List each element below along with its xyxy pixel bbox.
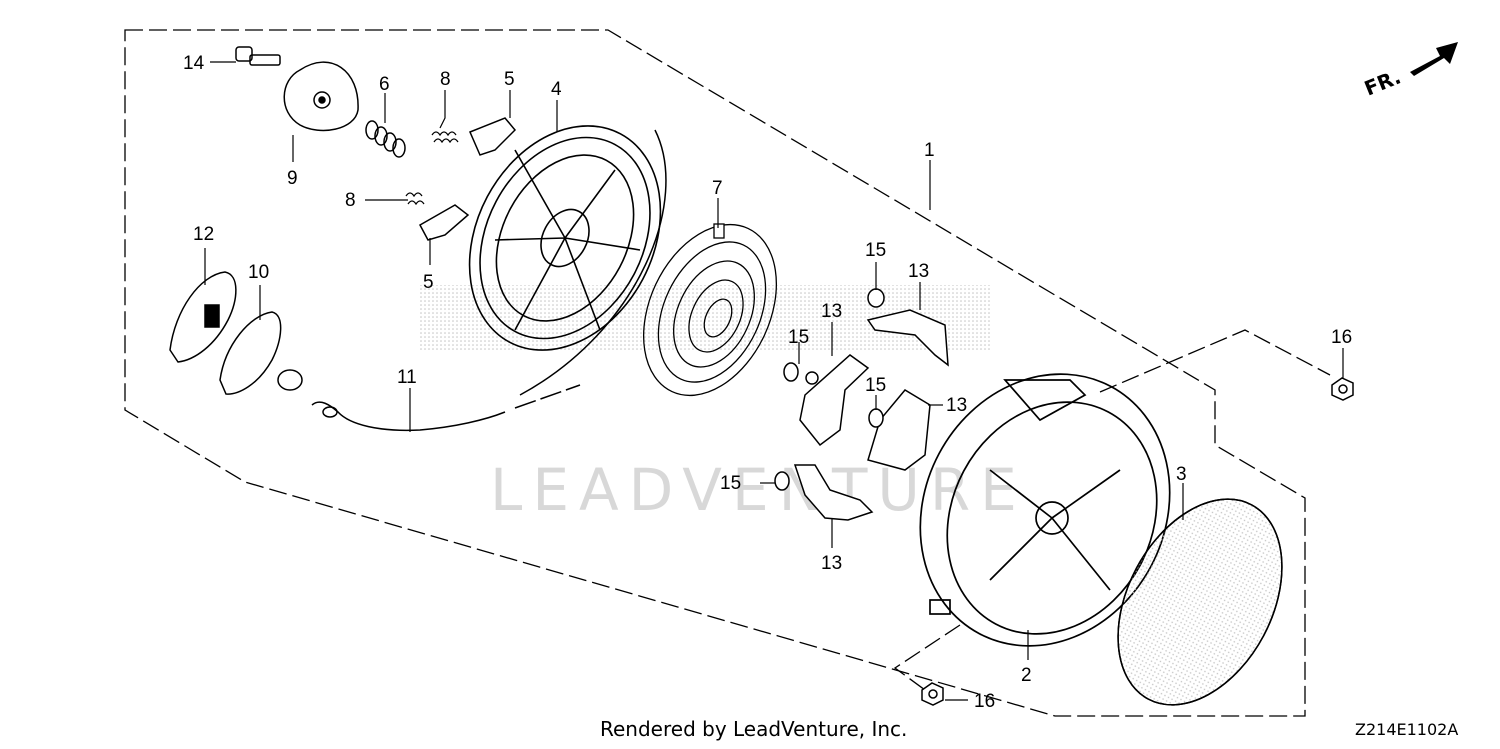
arrow-icon [1410,42,1458,76]
callout-11: 11 [397,367,417,388]
callout-15-a: 15 [865,240,886,261]
callout-8-lower: 8 [345,190,356,211]
small-spring-upper [431,131,459,144]
callout-13-a: 13 [908,261,929,282]
callout-13-c: 13 [946,395,967,416]
callout-5-upper: 5 [504,69,515,90]
callout-7: 7 [712,178,723,199]
recoil-spring-part [642,223,778,397]
ratchet-upper [469,117,517,156]
callout-4: 4 [551,79,562,100]
starter-case-part [919,373,1171,647]
callout-2: 2 [1021,665,1032,686]
front-direction-arrow: FR. [1361,42,1458,101]
diagram-code: Z214E1102A [1355,720,1459,739]
ratchet-guide-d [793,464,874,521]
ratchet-lower [418,204,470,241]
bolt-part [235,46,281,66]
callout-1: 1 [924,140,935,161]
flange-nut-lower [921,682,944,706]
callout-15-c: 15 [865,375,886,396]
assembly-outline [124,29,1331,717]
callout-13-b: 13 [821,301,842,322]
callout-5-lower: 5 [423,272,434,293]
starter-handle-part [219,311,303,395]
friction-plate-part [283,61,359,132]
reel-part [468,125,662,351]
callout-labels: 14 6 8 5 4 9 8 5 12 10 7 1 11 15 13 13 1… [183,53,1352,712]
screen-part [1117,498,1283,706]
callout-12: 12 [193,224,214,245]
leader-lines [204,61,1344,701]
ratchet-guide-b [866,309,949,367]
ratchet-guide-c [867,389,931,471]
washer-c [868,408,884,428]
spring-part [365,120,406,158]
handle-grip-part [169,271,237,363]
callout-16-lower: 16 [974,691,995,712]
flange-nut-upper [1331,377,1354,401]
rope-coil [519,129,667,396]
callout-8-upper: 8 [440,69,451,90]
callout-3: 3 [1176,464,1187,485]
ratchet-guide-a [799,354,870,447]
callout-9: 9 [287,168,298,189]
callout-15-b: 15 [788,327,809,348]
rendered-by-credit: Rendered by LeadVenture, Inc. [600,717,908,741]
small-spring-lower [405,192,425,206]
washer-d [774,471,790,491]
callout-15-d: 15 [720,473,741,494]
callout-14: 14 [183,53,205,74]
watermark-text: LEADVENTURE [490,456,1027,524]
starter-rope-part [311,384,581,432]
callout-6: 6 [379,74,390,95]
callout-16-upper: 16 [1331,327,1352,348]
callout-13-d: 13 [821,553,842,574]
washer-b [783,362,799,382]
washer-a [867,288,885,308]
direction-label: FR. [1361,65,1404,101]
callout-10: 10 [248,262,269,283]
